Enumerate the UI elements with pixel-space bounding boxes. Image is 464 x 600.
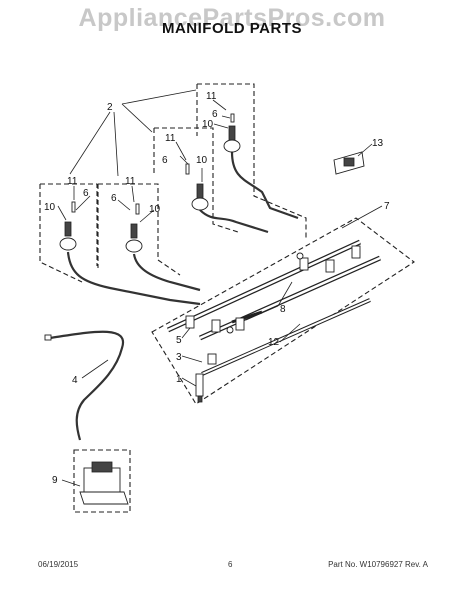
- page-title: MANIFOLD PARTS: [161, 20, 303, 37]
- manifold-assembly-box: [151, 217, 415, 405]
- valve-group-box-front-left: [39, 183, 98, 283]
- valve-front-center: [125, 203, 143, 253]
- footer-page-number: 6: [228, 560, 233, 569]
- callout-5: 5: [176, 335, 182, 346]
- callout-6-rear-center: 6: [162, 155, 168, 166]
- callout-12: 12: [268, 337, 280, 348]
- regulator-box: [73, 449, 131, 513]
- valve-rear-right: [223, 113, 241, 153]
- callout-labels: 2 11 6 10 11 6 10 11 6 10 11 6 10 13 7 8…: [44, 91, 390, 486]
- callout-10-rear-center: 10: [196, 155, 208, 166]
- callout-7: 7: [384, 201, 390, 212]
- callout-11-rear-right: 11: [206, 91, 217, 102]
- callout-11-front-left: 11: [67, 176, 78, 187]
- callout-6-front-center: 6: [111, 193, 117, 204]
- callout-10-front-center: 10: [149, 204, 161, 215]
- watermark: AppliancePartsPros.com: [78, 4, 386, 32]
- footer-date: 06/19/2015: [38, 560, 79, 569]
- callout-10-rear-right: 10: [202, 119, 214, 130]
- callout-1: 1: [176, 374, 182, 385]
- callout-8: 8: [280, 304, 286, 315]
- orifice-spuds: [185, 245, 361, 334]
- callout-4: 4: [72, 375, 78, 386]
- footer-part-number: Part No. W10796927 Rev. A: [328, 560, 428, 569]
- callout-2: 2: [107, 102, 113, 113]
- part-9-regulator: [79, 461, 129, 505]
- valve-group-box-rear-center: [153, 127, 239, 233]
- callout-6-rear-right: 6: [212, 109, 218, 120]
- callout-6-front-left: 6: [83, 188, 89, 199]
- part-13-bracket: [333, 151, 365, 175]
- part-4-flex-line: [44, 330, 125, 441]
- callout-11-front-center: 11: [125, 176, 136, 187]
- part-3-clip: [207, 353, 217, 365]
- gas-tubes: [66, 151, 299, 306]
- callout-11-rear-center: 11: [165, 133, 176, 144]
- callout-9: 9: [52, 475, 58, 486]
- callout-13: 13: [372, 138, 384, 149]
- valve-front-left: [59, 201, 77, 251]
- valve-rear-center: [185, 163, 209, 211]
- callout-10-front-left: 10: [44, 202, 56, 213]
- part-1-bracket: [195, 373, 204, 403]
- leader-lines: [57, 89, 383, 487]
- valve-group-box-rear-right: [196, 83, 307, 240]
- valve-group-box-front-center: [97, 183, 181, 276]
- callout-3: 3: [176, 352, 182, 363]
